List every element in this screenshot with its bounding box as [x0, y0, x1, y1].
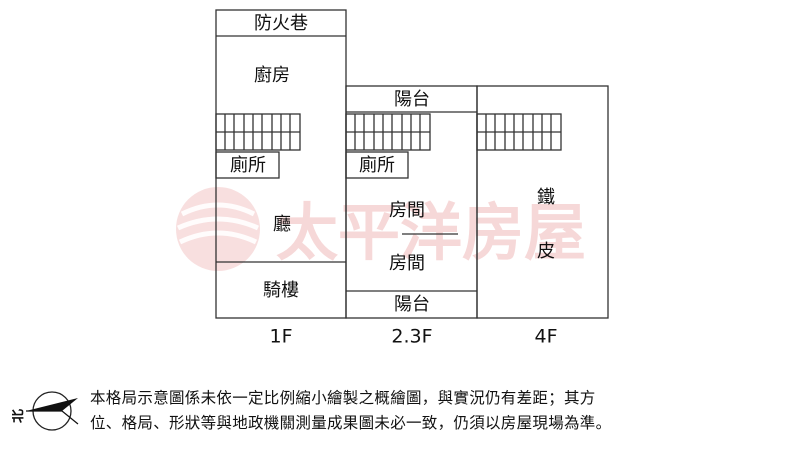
- room-label-room-lower: 房間: [389, 253, 425, 274]
- room-label-iron-2: 皮: [537, 241, 555, 262]
- floor-4f-outline: [476, 85, 609, 319]
- floor-plan-diagram: 太平洋房屋 防火巷 廚房 廁所 廳 騎樓: [176, 9, 609, 348]
- room-label-arcade: 騎樓: [263, 280, 299, 301]
- north-compass-icon: 北: [12, 391, 79, 431]
- floor-1f-plan: [215, 9, 347, 319]
- floor-1f-staircase: [215, 113, 301, 151]
- floor-23f-plan: [345, 85, 478, 319]
- floor-label-23f: 2.3F: [391, 326, 432, 348]
- watermark-logo-icon: [176, 187, 260, 271]
- floor-4f-plan: [476, 85, 609, 319]
- disclaimer-note: 本格局示意圖係未依一定比例縮小繪製之概繪圖，與實況仍有差距；其方 位、格局、形狀…: [90, 386, 790, 436]
- floor-label-1f: 1F: [269, 326, 292, 348]
- room-label-balcony-top: 陽台: [394, 89, 430, 110]
- room-label-room-upper: 房間: [389, 200, 425, 221]
- floor-label-4f: 4F: [534, 326, 557, 348]
- disclaimer-line-2: 位、格局、形狀等與地政機關測量成果圖未必一致，仍須以房屋現場為準。: [90, 414, 612, 432]
- compass-north-label: 北: [12, 409, 26, 423]
- room-label-kitchen: 廚房: [254, 64, 290, 86]
- room-label-iron-1: 鐵: [537, 187, 555, 208]
- room-label-balcony-bottom: 陽台: [394, 294, 430, 315]
- room-label-hall: 廳: [273, 214, 291, 235]
- floor-23f-toilet-box: [345, 151, 409, 179]
- watermark: 太平洋房屋: [176, 187, 586, 271]
- room-label-1f-toilet: 廁所: [230, 154, 266, 176]
- floor-4f-staircase: [476, 113, 562, 151]
- floor-23f-staircase: [345, 113, 431, 151]
- watermark-text: 太平洋房屋: [276, 196, 586, 269]
- disclaimer-line-1: 本格局示意圖係未依一定比例縮小繪製之概繪圖，與實況仍有差距；其方: [90, 389, 596, 407]
- floor-1f-toilet-box: [215, 151, 280, 179]
- room-label-fire-lane: 防火巷: [254, 13, 308, 34]
- room-label-23f-toilet: 廁所: [359, 154, 395, 176]
